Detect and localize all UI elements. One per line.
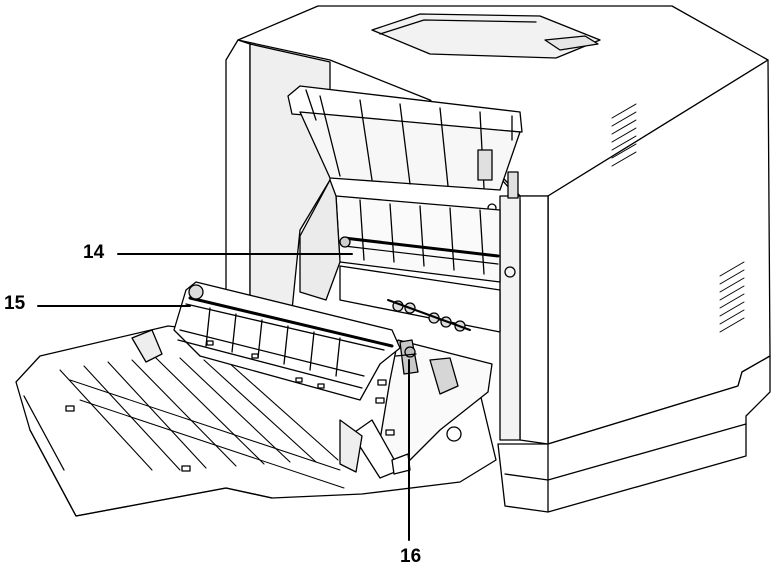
cover-ribs	[59, 357, 345, 489]
callout-label-16: 16	[400, 546, 422, 567]
green-lever	[395, 339, 419, 375]
callout-label-15: 15	[4, 293, 26, 314]
side-vent	[611, 103, 745, 333]
fuser-unit	[287, 85, 523, 199]
callout-lines	[37, 253, 410, 541]
duplex-unit	[173, 281, 401, 401]
registration-rollers	[387, 299, 471, 332]
transfer-roller-area	[299, 179, 501, 333]
callout-label-14: 14	[83, 242, 105, 263]
